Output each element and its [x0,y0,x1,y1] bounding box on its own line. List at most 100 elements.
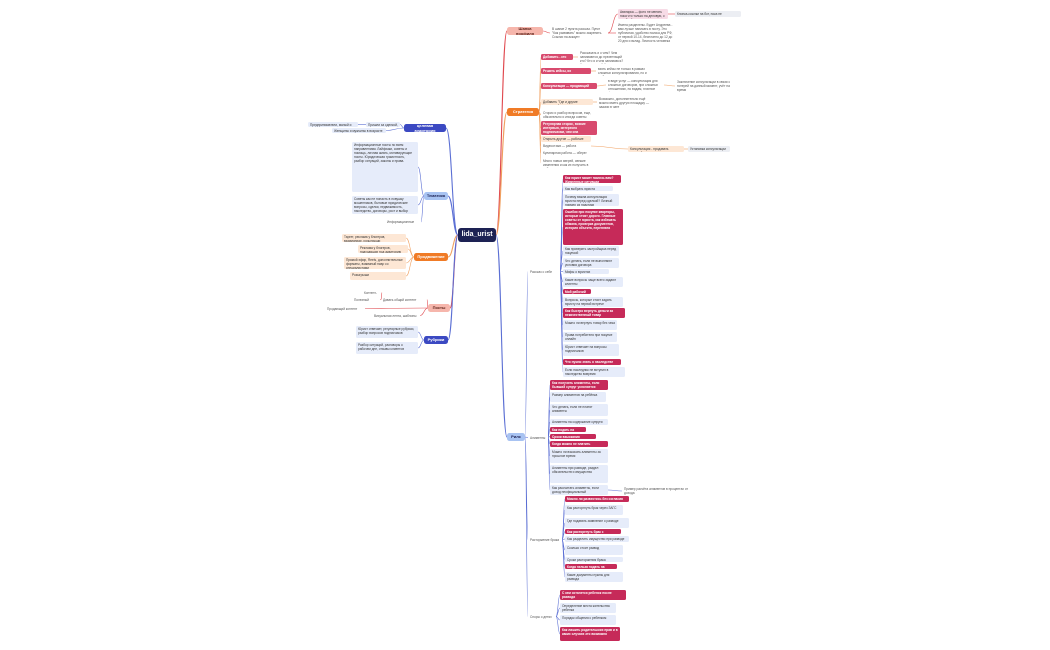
node-r-rasska[interactable]: Рассказ о себе [530,270,553,274]
node-shapka[interactable]: Шапка профиля [507,27,543,35]
node-r-h1[interactable]: Как юрист может помочь вам? Жизненные си… [563,175,621,183]
node-posty-2[interactable]: Полезный контент [354,298,369,302]
edge-root-node-node-audience [445,127,459,236]
node-tematika-text3[interactable]: Информационные посты [387,220,415,225]
node-r-h2[interactable]: Ошибки при покупке квартиры, которые сто… [563,209,623,245]
node-r-alimenty[interactable]: Алименты [530,436,546,440]
node-a-h4[interactable]: Когда можно не платить алименты [550,441,608,447]
node-strat-side[interactable]: Консультация - продавать дальнейшее [628,146,684,152]
node-tematika[interactable]: Тематика [424,192,448,200]
node-b-h3[interactable]: Когда нельзя подать на развод [565,564,617,569]
node-tematika-text[interactable]: Информационные посты по всем направления… [352,142,418,192]
node-r-p5[interactable]: Мифы о юристах [563,269,609,274]
node-d-p1[interactable]: Определение места жительства ребенка [560,603,616,613]
node-posty-1[interactable]: Контент-план [364,291,377,295]
node-b-p6[interactable]: Какие документы нужны для развода [565,572,623,582]
node-aud-1[interactable]: Предприниматели, малый и средний бизнес [308,122,358,127]
node-a-h1[interactable]: Как получить алименты, если бывший супру… [550,380,608,390]
node-rubriki-2[interactable]: Разбор ситуаций, разговоры о рабочем дне… [356,342,418,354]
edge-node-tematika-node-tematika-text3 [420,195,425,223]
node-b-p4[interactable]: Сколько стоит развод [565,545,623,555]
node-a-p5[interactable]: Алименты при разводе, раздел обязательст… [550,465,608,483]
node-b-h2[interactable]: Как расторгнуть брак с ребенком [565,529,621,534]
node-posty-3[interactable]: Продающий контент [327,307,358,311]
edge-node-prodvizh-node-prodv-3 [405,256,415,264]
node-prodvizh[interactable]: Продвижение [414,253,448,261]
root-node[interactable]: lida_urist [458,228,496,242]
node-strat-s4[interactable]: Кулинарная работа — оберег [543,151,587,155]
node-b-h1[interactable]: Можно ли развестись без согласия супруга [565,496,629,502]
node-shapka-q1[interactable]: Аватарка — фото не менять пока что тольк… [618,9,668,19]
node-a-side[interactable]: Пример расчёта алиментов в процентах от … [624,487,689,496]
node-prodv-2[interactable]: Реклама у блогеров, подходящих под аудит… [358,245,408,253]
node-d-h1[interactable]: С кем останется ребенок после развода [560,590,626,600]
edge-root-node-node-rubriki [447,234,459,341]
node-dobav2[interactable]: Добавить "Где и другие площадки" [541,99,593,105]
node-r-p1[interactable]: Как выбрать юриста [563,186,613,191]
node-strat-s3[interactable]: Видеоотзыв — работа [543,144,577,148]
node-strat-s1[interactable]: Сторис и разбор вопросов, еще, обязатель… [543,111,591,120]
node-shapka-desc[interactable]: В шапке 2 пункта рассказ. Пункт "Как раз… [552,27,603,40]
node-r-p6[interactable]: Какие вопросы чаще всего задают клиенты [563,277,623,287]
node-shapka-info[interactable]: Имена разделены. Будет Андреева - вам лу… [618,23,673,44]
node-audience[interactable]: целевая аудитория [404,124,446,132]
node-r-p4[interactable]: Что делать, если не выполняют условия до… [563,258,619,268]
node-b-p1[interactable]: Как расторгнуть брак через ЗАГС [565,505,623,515]
node-aud-2[interactable]: Женщины и мужчины в возрасте 25-45 лет [332,128,386,133]
node-strat-side2[interactable]: Установка консультации [688,146,730,152]
node-r-h3[interactable]: Мой рабочий день [563,289,591,294]
node-kons-q[interactable]: в виде услуг — консультация для сложных … [608,79,658,92]
edge-root-node-node-prodvizh [447,234,459,258]
node-reshit-q[interactable]: взять кейсы не только в рамках сложных к… [598,67,647,76]
node-a-h3[interactable]: Сроки взыскания алиментов [550,434,596,439]
edge-node-tematika-node-tematika-text [417,166,425,197]
node-a-p1[interactable]: Размер алиментов на ребёнка [550,392,606,402]
node-tematika-text2[interactable]: Советы как не попасть в ловушку мошенник… [352,196,418,214]
node-r-p10[interactable]: Юрист отвечает на вопросы подписчиков [563,344,619,356]
node-kons[interactable]: Консультация — продающий пост "услуги" [541,83,597,89]
node-a-p3[interactable]: Алименты на содержание супруги [550,419,608,425]
node-strat-s5[interactable]: Много новых зверей, свежие изменения и к… [543,159,589,168]
node-rubriki[interactable]: Рубрики [424,336,448,344]
node-r-p7[interactable]: Вопросы, которые стоит задать юристу на … [563,297,623,307]
node-b-p2[interactable]: Где подавать заявление о разводе [565,518,629,528]
node-r-p2[interactable]: Почему важна консультация юриста перед с… [563,194,619,206]
node-aud-3[interactable]: Пришли за сделкой, и развод [366,122,400,127]
node-posty-4[interactable]: Давать общий контент [383,298,417,302]
node-kons-q2[interactable]: Заключение консультации в связи с потере… [677,80,731,93]
node-prodv-1[interactable]: Таргет, реклама у блогеров, взаимопиар, … [342,234,406,242]
node-r-p11[interactable]: Если наследник не вступил в наследство в… [563,367,625,377]
node-posty[interactable]: Посты [428,304,450,312]
node-prodv-4[interactable]: Розыгрыши [350,272,406,280]
edge-node-kons-q-node-kons-q2 [663,84,676,87]
node-a-p6[interactable]: Как рассчитать алименты, если доход неоф… [550,485,608,495]
node-rubriki-1[interactable]: Юрист отвечает, регулярные рубрики, разб… [356,326,418,338]
node-a-p4[interactable]: Можно ли взыскать алименты за прошлое вр… [550,449,608,463]
edge-root-node-node-tematika [447,195,459,236]
node-d-p2[interactable]: Порядок общения с ребенком [560,615,616,625]
node-r-p8[interactable]: Можно ли вернуть товар без чека [563,320,617,330]
node-reshit[interactable]: Решить кейсы, их определить [541,68,591,74]
node-b-p5[interactable]: Сроки расторжения брака [565,557,623,562]
node-a-p2[interactable]: Что делать, если не платят алименты [550,404,608,416]
node-r-h5[interactable]: Что нужно знать о наследстве [563,359,621,365]
node-d-h2[interactable]: Как лишить родительских прав и в каких с… [560,627,620,641]
node-reels[interactable]: Рилс [507,433,525,441]
node-strat-s2[interactable]: Открыть другие — рабочие часы [541,136,591,142]
node-shapka-q2[interactable]: Кнопка-ссылки на бот, пока не используем [675,11,741,17]
node-b-p3[interactable]: Как разделить имущество при разводе [565,536,629,542]
node-dobav2-q[interactable]: Возможно, дополнительно ещё можно иметь … [599,97,650,108]
node-r-brak[interactable]: Расторжение брака [530,538,560,542]
node-r-h4[interactable]: Как быстро вернуть деньги за некачествен… [563,308,625,318]
node-dobav[interactable]: Добавить - кто она [541,54,573,60]
node-posty-5[interactable]: Визуальная лента, шаблоны [374,314,417,318]
node-strategy[interactable]: Стратегия [507,108,539,116]
node-dobav-q[interactable]: Рассказать и о чем? Чем занимаются до пр… [580,51,624,64]
node-a-h2[interactable]: Как подать на алименты [550,427,586,432]
node-strat-h1[interactable]: Регулярная сторис, всякие интервью, инте… [541,121,597,135]
node-r-p3[interactable]: Как проверить застройщика перед покупкой [563,246,619,256]
node-r-p9[interactable]: Права потребителя при покупке онлайн [563,332,617,342]
node-prodv-3[interactable]: Прямой эфир, Reels, дополнительные форма… [344,257,406,269]
node-r-deti[interactable]: Споры о детях [530,615,552,619]
